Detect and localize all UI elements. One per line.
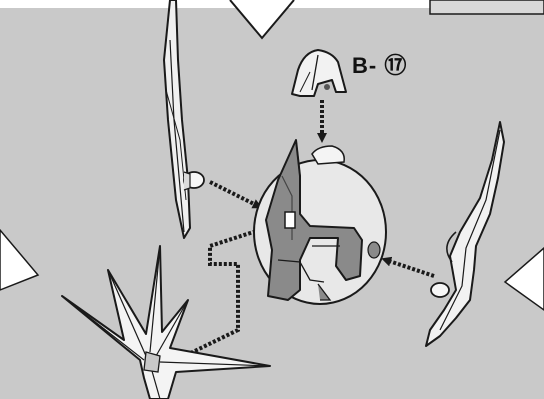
arrow-left-blade-to-helmet [209,180,263,209]
left-blade-part [163,0,205,239]
arrow-star-crest-to-helmet [167,222,277,366]
right-pointer-triangle [503,247,544,311]
star-crest-part [61,245,271,399]
arrow-right-blade-to-helmet [381,256,435,278]
helmet-head-part [253,139,387,305]
left-pointer-triangle [0,228,40,291]
part-number-label: B- ⑰ [352,53,408,78]
top-pointer-notch [0,0,544,40]
right-blade-part [425,121,505,347]
crest-part-b17 [291,49,347,97]
